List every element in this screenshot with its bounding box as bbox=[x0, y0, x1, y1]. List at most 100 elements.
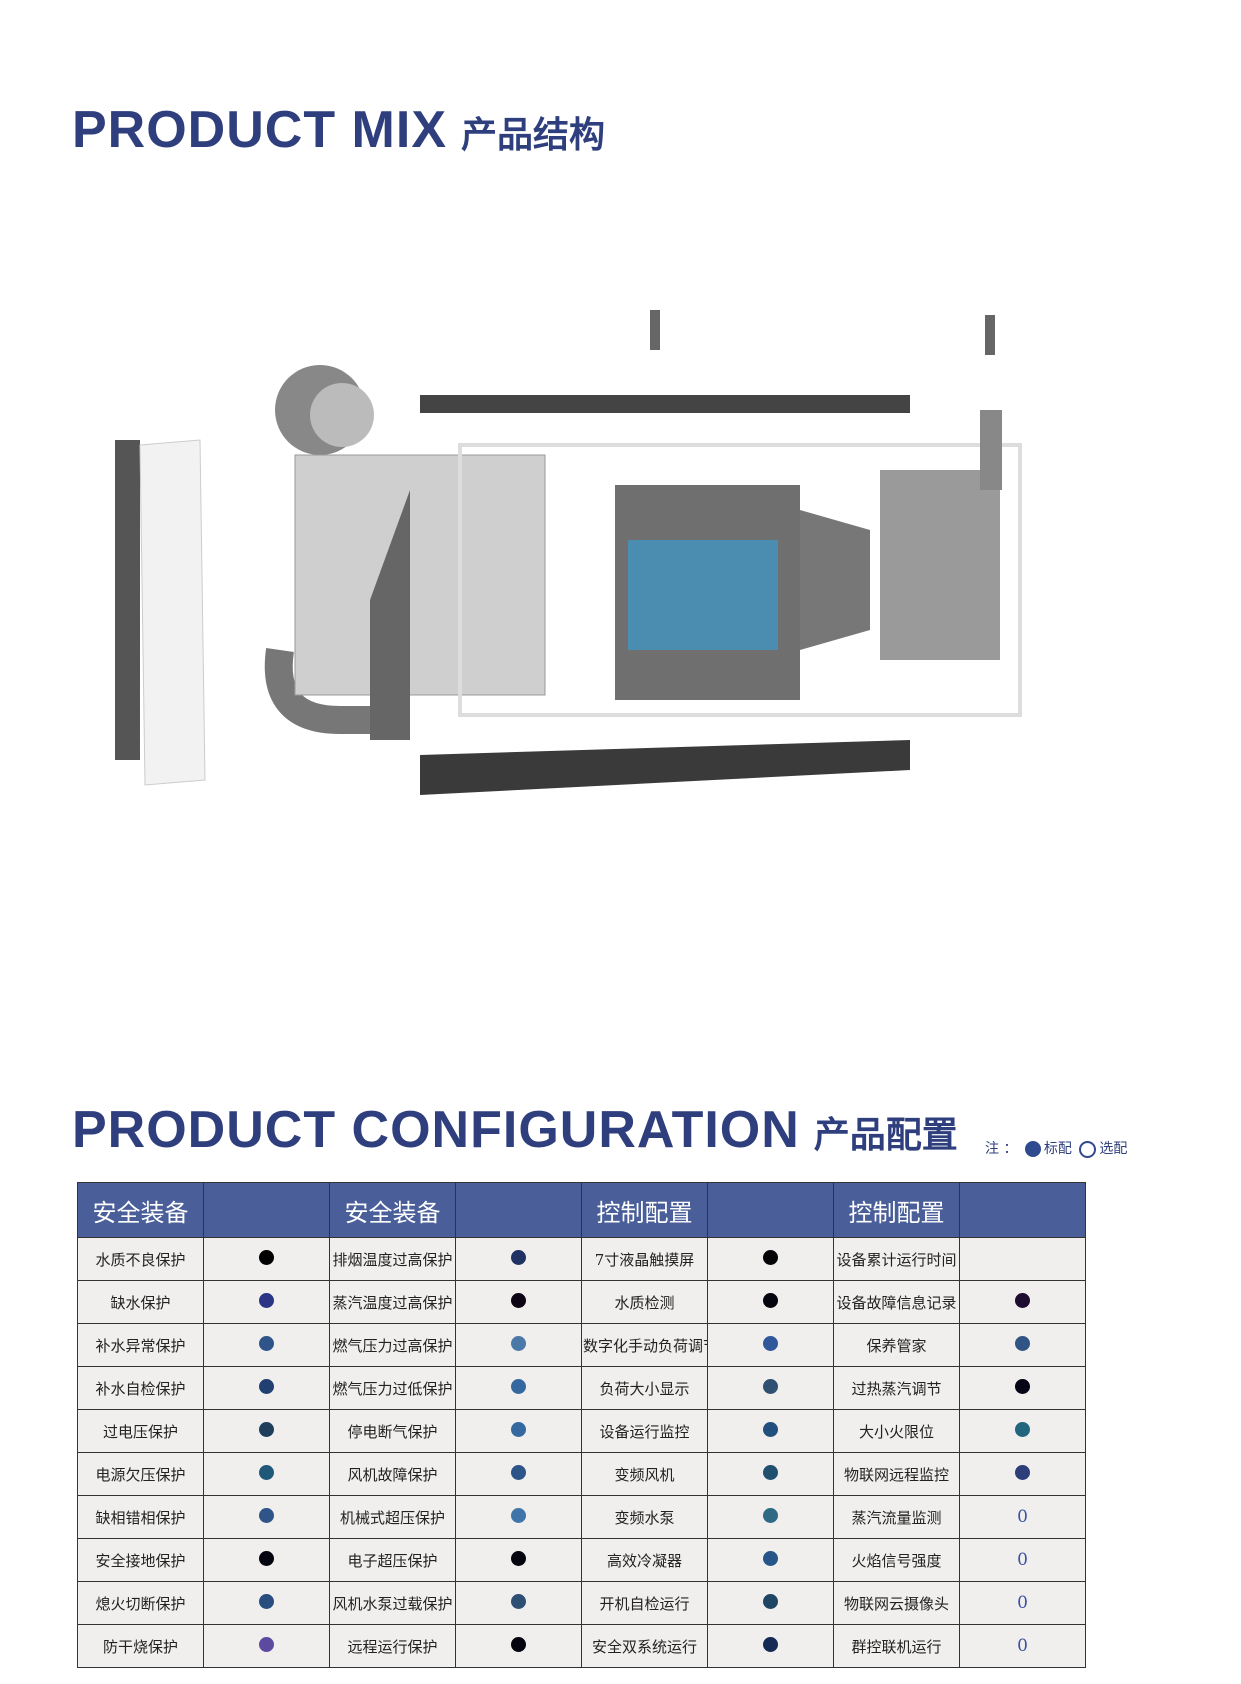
standard-dot-icon bbox=[763, 1249, 778, 1265]
feature-name: 机械式超压保护 bbox=[329, 1495, 456, 1539]
config-mark bbox=[455, 1409, 582, 1453]
burner-cone bbox=[800, 510, 870, 650]
config-mark: 0 bbox=[959, 1495, 1086, 1539]
title-cn: 产品配置 bbox=[813, 1115, 958, 1156]
standard-dot-icon bbox=[511, 1292, 526, 1308]
feature-name: 防干烧保护 bbox=[77, 1624, 204, 1668]
safety-valve-2 bbox=[985, 315, 995, 355]
standard-dot-icon bbox=[763, 1593, 778, 1609]
standard-dot-icon bbox=[511, 1421, 526, 1437]
steam-separator bbox=[980, 410, 1002, 490]
standard-dot-icon bbox=[259, 1550, 274, 1566]
optional-mark: 0 bbox=[1017, 1507, 1028, 1527]
filled-dot-icon bbox=[1024, 1141, 1041, 1157]
standard-dot-icon bbox=[511, 1550, 526, 1566]
config-mark bbox=[707, 1495, 834, 1539]
feature-name: 设备运行监控 bbox=[581, 1409, 708, 1453]
feature-name: 过电压保护 bbox=[77, 1409, 204, 1453]
table-row: 电源欠压保护风机故障保护变频风机物联网远程监控 bbox=[77, 1452, 1086, 1496]
config-mark: 0 bbox=[959, 1538, 1086, 1582]
feature-name: 变频水泵 bbox=[581, 1495, 708, 1539]
feature-name: 设备故障信息记录 bbox=[833, 1280, 960, 1324]
standard-dot-icon bbox=[763, 1378, 778, 1394]
standard-dot-icon bbox=[259, 1292, 274, 1308]
config-mark: 0 bbox=[959, 1624, 1086, 1668]
config-mark bbox=[959, 1237, 1086, 1281]
title-en: PRODUCT CONFIGURATION bbox=[72, 1101, 800, 1159]
support-bracket bbox=[370, 490, 410, 740]
fan-inlet bbox=[310, 383, 374, 447]
config-mark bbox=[959, 1323, 1086, 1367]
standard-dot-icon bbox=[1015, 1464, 1030, 1480]
feature-name: 熄火切断保护 bbox=[77, 1581, 204, 1625]
feature-name: 风机水泵过载保护 bbox=[329, 1581, 456, 1625]
config-mark bbox=[203, 1237, 330, 1281]
feature-name: 安全双系统运行 bbox=[581, 1624, 708, 1668]
standard-dot-icon bbox=[259, 1249, 274, 1265]
feature-name: 补水异常保护 bbox=[77, 1323, 204, 1367]
feature-name: 保养管家 bbox=[833, 1323, 960, 1367]
safety-valve bbox=[650, 310, 660, 350]
feature-name: 停电断气保护 bbox=[329, 1409, 456, 1453]
config-mark bbox=[455, 1366, 582, 1410]
column-header bbox=[959, 1182, 1086, 1238]
front-panel bbox=[139, 439, 206, 786]
feature-name: 火焰信号强度 bbox=[833, 1538, 960, 1582]
config-mark bbox=[203, 1280, 330, 1324]
config-mark bbox=[455, 1280, 582, 1324]
column-header: 安全装备 bbox=[329, 1182, 456, 1238]
standard-dot-icon bbox=[1015, 1292, 1030, 1308]
legend: 注 ： 标配 选配 bbox=[985, 1138, 1127, 1158]
config-mark bbox=[707, 1538, 834, 1582]
feature-name: 缺水保护 bbox=[77, 1280, 204, 1324]
feature-name: 大小火限位 bbox=[833, 1409, 960, 1453]
rear-panel bbox=[880, 470, 1000, 660]
table-row: 补水异常保护燃气压力过高保护数字化手动负荷调节保养管家 bbox=[77, 1323, 1086, 1367]
config-mark bbox=[455, 1495, 582, 1539]
config-mark bbox=[707, 1366, 834, 1410]
feature-name: 排烟温度过高保护 bbox=[329, 1237, 456, 1281]
feature-name: 燃气压力过低保护 bbox=[329, 1366, 456, 1410]
config-mark bbox=[203, 1409, 330, 1453]
feature-name: 缺相错相保护 bbox=[77, 1495, 204, 1539]
config-mark bbox=[707, 1409, 834, 1453]
optional-mark: 0 bbox=[1017, 1550, 1028, 1570]
top-cover bbox=[420, 395, 910, 413]
standard-dot-icon bbox=[259, 1593, 274, 1609]
feature-name: 电子超压保护 bbox=[329, 1538, 456, 1582]
boiler-exploded-illustration bbox=[115, 310, 1022, 795]
column-header bbox=[707, 1182, 834, 1238]
standard-dot-icon bbox=[511, 1378, 526, 1394]
standard-dot-icon bbox=[259, 1507, 274, 1523]
feature-name: 物联网远程监控 bbox=[833, 1452, 960, 1496]
config-mark bbox=[203, 1323, 330, 1367]
feature-name: 过热蒸汽调节 bbox=[833, 1366, 960, 1410]
standard-dot-icon bbox=[259, 1464, 274, 1480]
standard-dot-icon bbox=[1015, 1378, 1030, 1394]
standard-dot-icon bbox=[259, 1636, 274, 1652]
feature-name: 水质检测 bbox=[581, 1280, 708, 1324]
standard-dot-icon bbox=[511, 1507, 526, 1523]
feature-name: 高效冷凝器 bbox=[581, 1538, 708, 1582]
standard-dot-icon bbox=[1015, 1421, 1030, 1437]
config-mark bbox=[455, 1323, 582, 1367]
config-mark bbox=[203, 1538, 330, 1582]
standard-dot-icon bbox=[763, 1335, 778, 1351]
standard-dot-icon bbox=[259, 1421, 274, 1437]
table-row: 补水自检保护燃气压力过低保护负荷大小显示过热蒸汽调节 bbox=[77, 1366, 1086, 1410]
column-header bbox=[203, 1182, 330, 1238]
config-mark bbox=[203, 1495, 330, 1539]
feature-name: 蒸汽温度过高保护 bbox=[329, 1280, 456, 1324]
standard-dot-icon bbox=[511, 1464, 526, 1480]
standard-dot-icon bbox=[511, 1593, 526, 1609]
config-mark bbox=[707, 1581, 834, 1625]
config-mark bbox=[455, 1581, 582, 1625]
config-mark bbox=[707, 1323, 834, 1367]
feature-name: 负荷大小显示 bbox=[581, 1366, 708, 1410]
